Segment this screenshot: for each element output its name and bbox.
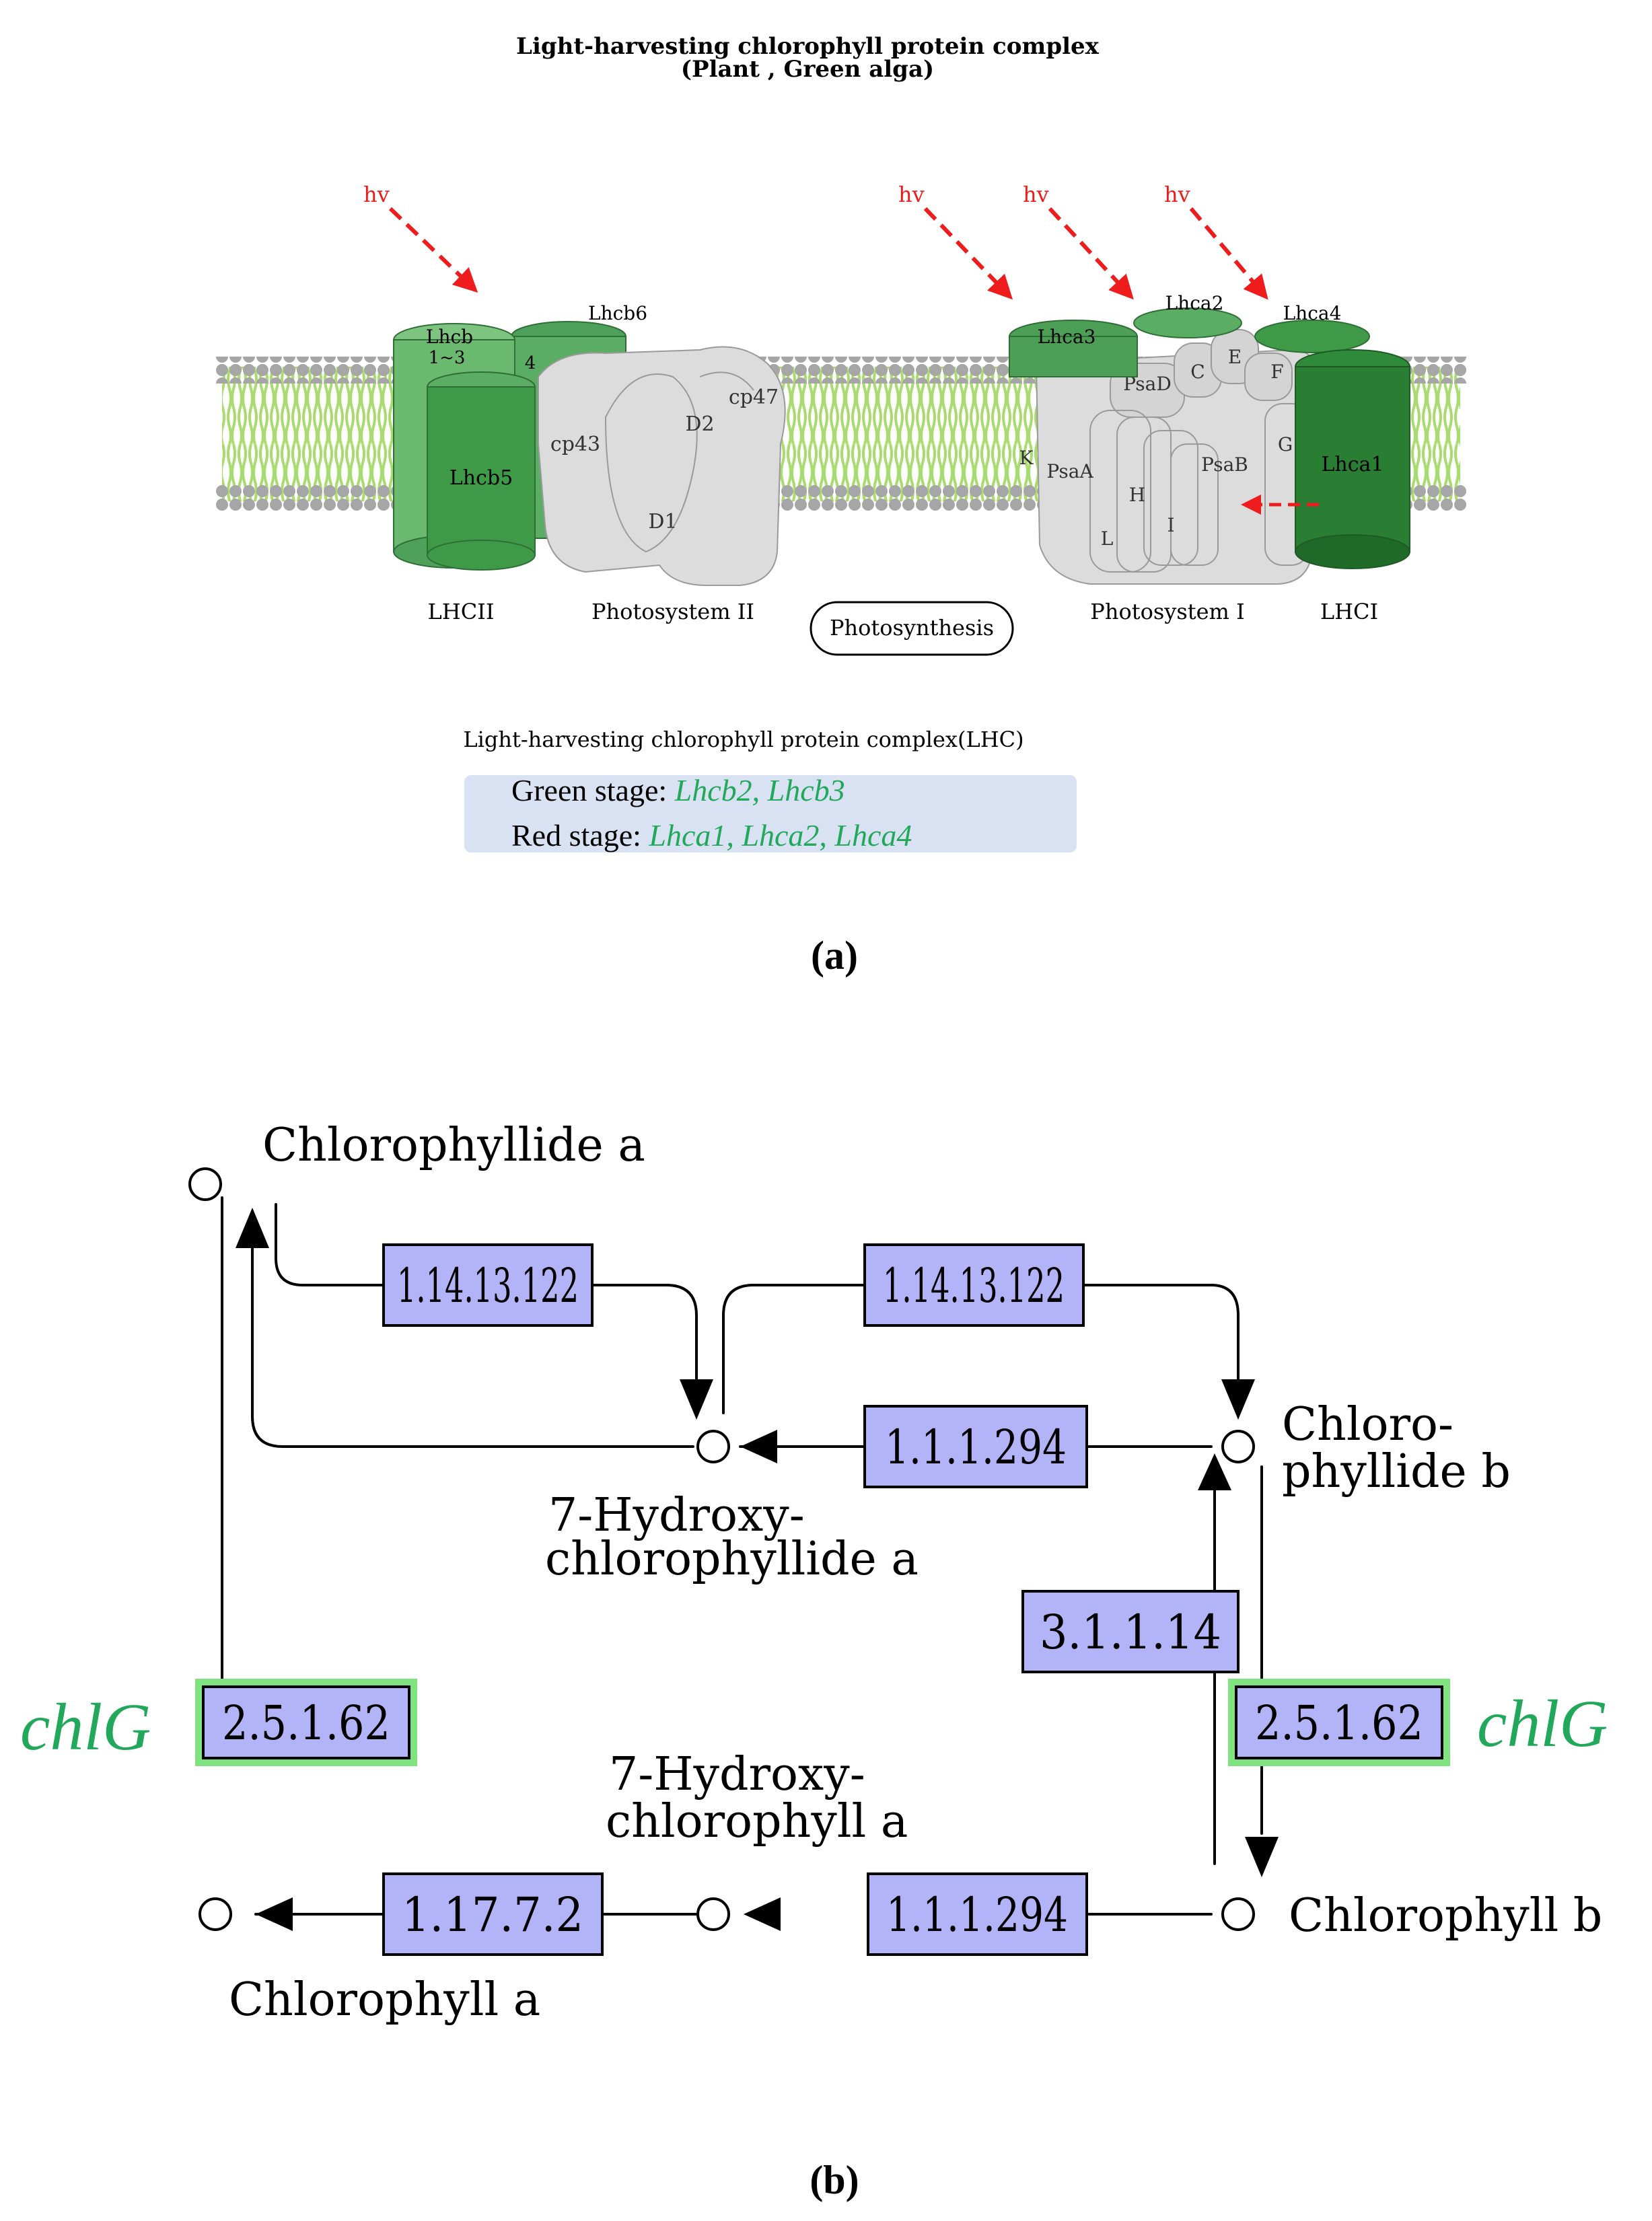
panel-a-title-line2: (Plant , Green alga) <box>681 56 934 83</box>
hv-label-3: hv <box>1023 182 1049 207</box>
lhcb13-label: Lhcb <box>426 326 473 348</box>
enzyme-mid-1-1-1-294[interactable]: 1.1.1.294 <box>863 1405 1088 1488</box>
subunit-l-label: L <box>1101 527 1114 550</box>
gene-label-right: chlG <box>1477 1686 1608 1761</box>
label-chlorophyllide-b-l1: Chloro- <box>1282 1398 1453 1451</box>
enzyme-bottom-1-1-1-294-label: 1.1.1.294 <box>886 1887 1068 1942</box>
hv-label-2: hv <box>898 182 925 207</box>
enzyme-1-17-7-2-label: 1.17.7.2 <box>402 1887 583 1942</box>
panel-a: Light-harvesting chlorophyll protein com… <box>215 33 1467 978</box>
enzyme-left-2-5-1-62-label: 2.5.1.62 <box>222 1696 390 1751</box>
legend-box <box>464 775 1077 852</box>
enzyme-left-2-5-1-62[interactable]: 2.5.1.62 <box>195 1679 417 1766</box>
photosystem-ii: cp43 D2 cp47 D1 <box>538 346 786 586</box>
psab-label: PsaB <box>1201 453 1248 476</box>
legend-green-stage: Green stage: Lhcb2, Lhcb3 <box>511 773 845 807</box>
enzyme-3-1-1-14[interactable]: 3.1.1.14 <box>1021 1590 1240 1673</box>
enzyme-3-1-1-14-label: 3.1.1.14 <box>1040 1605 1221 1660</box>
label-chlorophyll-a: Chlorophyll a <box>229 1973 540 2027</box>
enzyme-1-17-7-2[interactable]: 1.17.7.2 <box>382 1872 604 1956</box>
photosystem-i-label: Photosystem I <box>1090 599 1244 624</box>
d1-label: D1 <box>648 510 677 534</box>
subunit-e-label: E <box>1228 346 1242 368</box>
lhci-complex: Lhca3 Lhca2 Lhca4 Lhca1 <box>1009 292 1410 569</box>
node-chlorophyll-a[interactable] <box>199 1897 232 1931</box>
green-stage-genes: Lhcb2, Lhcb3 <box>674 773 845 807</box>
cp43-label: cp43 <box>550 433 600 456</box>
panel-a-caption: (a) <box>811 933 858 978</box>
enzyme-right-2-5-1-62-label: 2.5.1.62 <box>1255 1696 1423 1751</box>
node-chlorophyll-b[interactable] <box>1221 1897 1255 1931</box>
hv-arrow-3 <box>1048 207 1134 300</box>
node-7-hydroxy-chlorophyll-a[interactable] <box>696 1897 730 1931</box>
node-7-hydroxy-chlorophyllide-a[interactable] <box>696 1430 730 1463</box>
photosynthesis-label: Photosynthesis <box>830 615 994 641</box>
label-chlorophyllide-b-l2: phyllide b <box>1282 1445 1511 1498</box>
green-stage-label: Green stage: <box>511 773 675 807</box>
hv-label-4: hv <box>1164 182 1190 207</box>
label-7-hydroxy-chlorophyll-a-l2: chlorophyll a <box>606 1795 908 1848</box>
label-7-hydroxy-chlorophyllide-a-l2: chlorophyllide a <box>545 1533 919 1586</box>
photosystem-ii-label: Photosystem II <box>591 599 754 624</box>
d2-label: D2 <box>685 412 714 436</box>
node-chlorophyllide-a[interactable] <box>188 1167 222 1201</box>
lhcb4-label: 4 <box>525 353 536 373</box>
light-arrows: hv hv hv hv <box>363 182 1319 515</box>
enzyme-top-right[interactable]: 1.14.13.122 <box>863 1243 1085 1327</box>
subunit-h-label: H <box>1129 484 1145 506</box>
lhcii-label: LHCII <box>428 599 495 624</box>
lhcb5-label: Lhcb5 <box>450 466 513 490</box>
enzyme-top-right-label: 1.14.13.122 <box>883 1258 1065 1313</box>
lhca4-label: Lhca4 <box>1283 302 1342 324</box>
subunit-k-label: K <box>1019 447 1034 469</box>
pathway-arrowheads <box>205 1208 1279 1931</box>
lhca1-label: Lhca1 <box>1321 453 1384 476</box>
enzyme-right-2-5-1-62[interactable]: 2.5.1.62 <box>1228 1679 1450 1766</box>
lhca3-label: Lhca3 <box>1038 326 1096 348</box>
photosynthesis-map-link[interactable]: Photosynthesis <box>810 601 1014 656</box>
panel-b-caption: (b) <box>810 2158 859 2202</box>
hv-arrow-2 <box>923 207 1013 300</box>
legend-red-stage: Red stage: Lhca1, Lhca2, Lhca4 <box>511 818 912 852</box>
lhca2-label: Lhca2 <box>1165 292 1224 314</box>
subunit-c-label: C <box>1190 361 1205 383</box>
enzyme-top-left-label: 1.14.13.122 <box>397 1258 579 1313</box>
red-stage-label: Red stage: <box>511 818 649 852</box>
lhcb6-label: Lhcb6 <box>588 302 647 324</box>
psaa-label: PsaA <box>1046 460 1093 482</box>
panel-a-title-line1: Light-harvesting chlorophyll protein com… <box>516 33 1100 60</box>
pathway-edges <box>221 1196 1263 1916</box>
subunit-f-label: F <box>1270 361 1283 383</box>
lhci-label: LHCI <box>1320 599 1378 624</box>
legend-title: Light-harvesting chlorophyll protein com… <box>463 727 1023 752</box>
photosystem-i: PsaD C E F K PsaA PsaB G H L I <box>1019 329 1320 585</box>
node-chlorophyllide-b[interactable] <box>1221 1430 1255 1463</box>
label-7-hydroxy-chlorophyll-a-l1: 7-Hydroxy- <box>609 1748 865 1801</box>
enzyme-bottom-1-1-1-294[interactable]: 1.1.1.294 <box>867 1872 1088 1956</box>
cp47-label: cp47 <box>729 386 779 409</box>
lhcb13-sub-label: 1~3 <box>429 348 466 368</box>
panel-b: Chlorophyllide a 7-Hydroxy- chlorophylli… <box>20 1119 1608 2202</box>
gene-label-left: chlG <box>20 1689 151 1764</box>
label-chlorophyllide-a: Chlorophyllide a <box>262 1119 645 1172</box>
compound-nodes <box>188 1167 1255 1931</box>
label-7-hydroxy-chlorophyllide-a-l1: 7-Hydroxy- <box>548 1489 805 1542</box>
hv-label-1: hv <box>363 182 390 207</box>
subunit-i-label: I <box>1167 514 1174 536</box>
subunit-g-label: G <box>1278 433 1293 456</box>
label-chlorophyll-b: Chlorophyll b <box>1289 1889 1602 1942</box>
red-stage-genes: Lhca1, Lhca2, Lhca4 <box>648 818 912 852</box>
enzyme-top-left[interactable]: 1.14.13.122 <box>382 1243 594 1327</box>
hv-arrow-1 <box>388 207 478 293</box>
enzyme-mid-label: 1.1.1.294 <box>885 1420 1067 1475</box>
hv-arrow-4 <box>1189 207 1268 300</box>
